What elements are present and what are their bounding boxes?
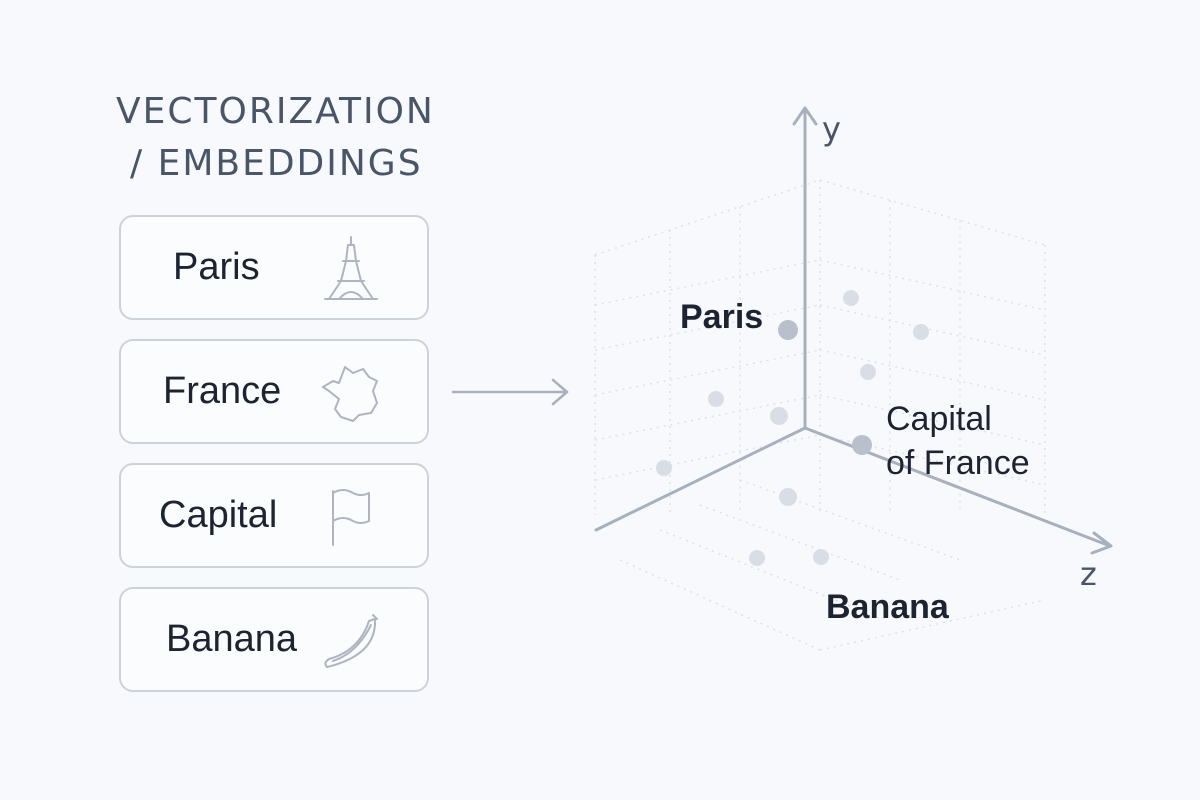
label-capital-line-2: of France bbox=[886, 444, 1030, 482]
france-map-icon bbox=[322, 366, 378, 422]
word-label: France bbox=[163, 370, 282, 412]
point-capital-of-france bbox=[852, 435, 872, 455]
transform-arrow bbox=[451, 378, 569, 406]
label-paris: Paris bbox=[680, 298, 763, 336]
word-label: Banana bbox=[166, 618, 298, 660]
grid-line bbox=[819, 349, 1046, 401]
word-list: Paris France Capital bbox=[119, 215, 429, 711]
grid-line bbox=[594, 434, 821, 481]
point-paris bbox=[778, 320, 798, 340]
eiffel-tower-icon bbox=[324, 236, 378, 300]
y-axis-label: y bbox=[822, 110, 841, 148]
y-axis-arrowhead bbox=[792, 106, 818, 126]
point bbox=[749, 550, 765, 566]
background-grid bbox=[594, 179, 1046, 651]
x-axis bbox=[594, 426, 807, 532]
point bbox=[813, 549, 829, 565]
grid-line bbox=[819, 179, 1046, 246]
label-banana: Banana bbox=[826, 588, 950, 626]
grid-line bbox=[619, 559, 821, 651]
grid-line bbox=[739, 479, 961, 561]
word-card-france: France bbox=[119, 339, 429, 444]
word-card-capital: Capital bbox=[119, 463, 429, 568]
z-axis-arrowhead bbox=[1090, 531, 1113, 555]
grid-line bbox=[594, 349, 821, 396]
point bbox=[843, 290, 859, 306]
title-line-1: VECTORIZATION bbox=[116, 91, 435, 132]
word-card-banana: Banana bbox=[119, 587, 429, 692]
word-card-paris: Paris bbox=[119, 215, 429, 320]
z-axis-label: z bbox=[1080, 555, 1097, 593]
word-label: Capital bbox=[159, 494, 278, 536]
title-line-2: / EMBEDDINGS bbox=[130, 143, 423, 184]
point bbox=[860, 364, 876, 380]
point bbox=[913, 324, 929, 340]
grid-line bbox=[659, 529, 861, 611]
point bbox=[770, 407, 788, 425]
point bbox=[708, 391, 724, 407]
banana-icon bbox=[324, 614, 378, 668]
label-capital-line-1: Capital bbox=[886, 400, 992, 438]
axes bbox=[594, 106, 1113, 555]
point bbox=[656, 460, 672, 476]
word-label: Paris bbox=[173, 246, 260, 288]
grid-line bbox=[819, 304, 1046, 356]
grid-line bbox=[594, 179, 821, 256]
flag-icon bbox=[332, 489, 370, 546]
background-points bbox=[656, 290, 929, 566]
grid-line bbox=[699, 504, 901, 581]
point bbox=[779, 488, 797, 506]
diagram-title: VECTORIZATION / EMBEDDINGS bbox=[116, 86, 435, 190]
